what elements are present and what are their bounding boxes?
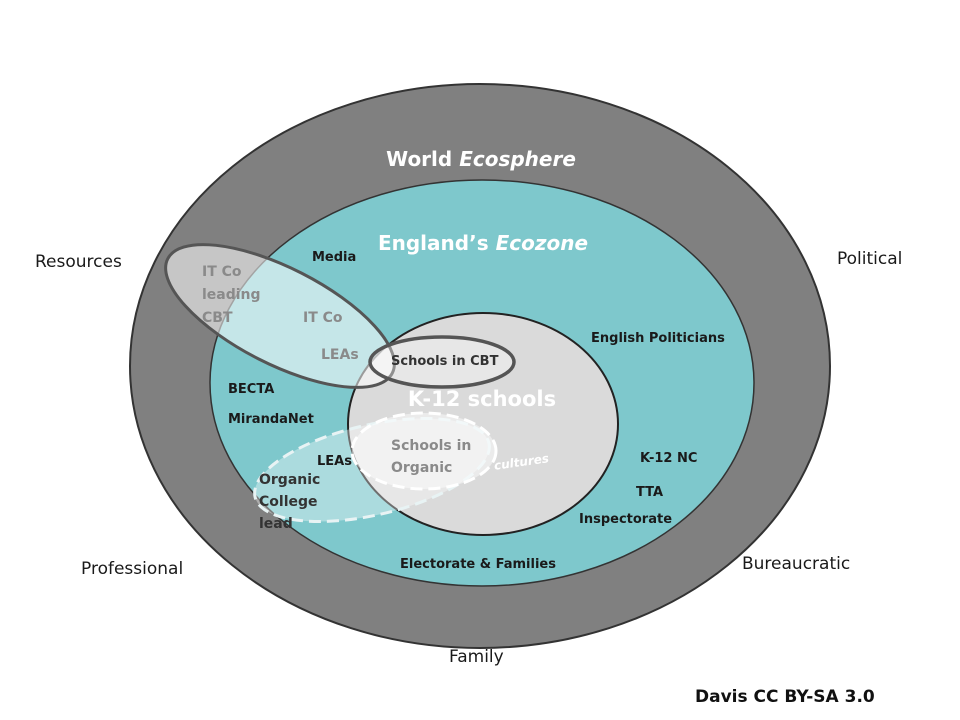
professional-label: Professional [81, 559, 183, 579]
tta-label: TTA [636, 485, 663, 500]
electorate-families-label: Electorate & Families [400, 557, 556, 572]
organic-college-line1: Organic [259, 472, 320, 488]
leas-bottom-label: LEAs [317, 454, 352, 469]
family-label: Family [449, 647, 504, 667]
resources-label: Resources [35, 252, 122, 272]
it-co-leading-line2: leading [202, 287, 261, 303]
leas-top-label: LEAs [321, 347, 359, 363]
schools-organic-ellipse [350, 411, 498, 491]
political-label: Political [837, 249, 902, 269]
organic-college-ellipse [253, 417, 491, 523]
media-label: Media [312, 250, 356, 265]
it-co-leading-line1: IT Co [202, 264, 242, 280]
england-title: England’s Ecozone [378, 231, 588, 255]
k12-schools-circle [347, 312, 619, 536]
schools-cbt-ellipse [368, 335, 516, 389]
it-co-cbt-ellipse [164, 243, 396, 389]
world-title: World Ecosphere [386, 147, 576, 171]
organic-college-line3: lead [259, 516, 293, 532]
mirandanet-label: MirandaNet [228, 412, 314, 427]
bureaucratic-label: Bureaucratic [742, 554, 850, 574]
k12-nc-label: K-12 NC [640, 451, 697, 466]
schools-organic-line1: Schools in [391, 438, 471, 454]
becta-label: BECTA [228, 382, 274, 397]
schools-organic-line2: Organic [391, 460, 452, 476]
k12-title: K-12 schools [408, 387, 556, 411]
it-co-leading-line3: CBT [202, 310, 233, 326]
it-co-label: IT Co [303, 310, 343, 326]
schools-cbt-label: Schools in CBT [391, 354, 499, 369]
credit-label: Davis CC BY-SA 3.0 [695, 687, 875, 707]
organic-college-line2: College [259, 494, 318, 510]
inspectorate-label: Inspectorate [579, 512, 672, 527]
english-politicians-label: English Politicians [591, 331, 725, 346]
